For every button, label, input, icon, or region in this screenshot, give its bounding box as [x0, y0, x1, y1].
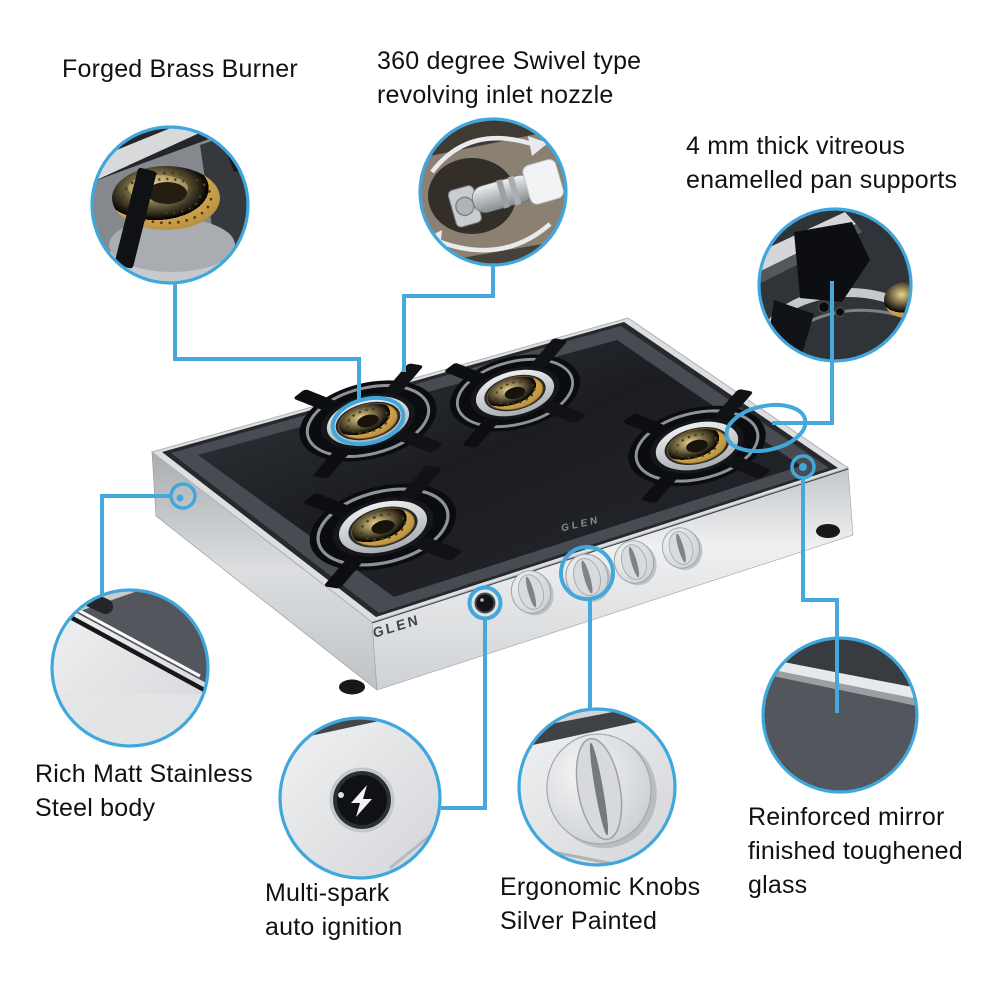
lightning-bolt-icon: [351, 785, 372, 817]
label-line: auto ignition: [265, 913, 403, 941]
label-line: 360 degree Swivel type: [377, 47, 642, 75]
leader-line-toughened-glass: [801, 478, 839, 713]
leader-line-auto-ignition: [441, 618, 487, 810]
stove-foot-right: [816, 524, 840, 538]
callout-photo-forged-brass-burner: [90, 125, 250, 285]
callout-photo-knob: [517, 707, 677, 867]
label-forged-brass-burner: Forged Brass Burner: [62, 52, 298, 86]
callout-photo-pan-supports: [757, 207, 913, 363]
marker-ring-glass-corner: [790, 454, 816, 480]
label-swivel-inlet-nozzle: 360 degree Swivel type revolving inlet n…: [377, 44, 641, 112]
marker-ellipse-pan-support: [724, 402, 808, 454]
ignition-button: [474, 592, 496, 614]
feature-markers: [169, 395, 816, 621]
leader-line-pan-supports: [772, 281, 834, 425]
label-toughened-glass: Reinforced mirror finished toughened gla…: [748, 800, 963, 902]
label-line: Steel body: [35, 794, 156, 822]
label-line: Silver Painted: [500, 907, 658, 935]
label-auto-ignition: Multi-spark auto ignition: [265, 876, 402, 944]
stove-foot-left: [339, 679, 365, 695]
callout-photo-steel-body: [50, 588, 210, 748]
callout-photo-swivel-nozzle: [418, 117, 568, 267]
callout-photo-toughened-glass: [761, 636, 919, 794]
label-line: Multi-spark: [265, 879, 390, 907]
label-line: finished toughened: [748, 837, 963, 865]
label-line: Rich Matt Stainless: [35, 760, 253, 788]
label-line: Ergonomic Knobs: [500, 873, 701, 901]
label-ergonomic-knobs: Ergonomic Knobs Silver Painted: [500, 870, 700, 938]
label-stainless-steel-body: Rich Matt Stainless Steel body: [35, 757, 253, 825]
rotation-arrows-icon: [429, 135, 552, 253]
marker-ring-ignition: [467, 585, 503, 621]
label-line: glass: [748, 871, 808, 899]
inlet-nozzle: [447, 159, 564, 228]
label-line: 4 mm thick vitreous: [686, 132, 906, 160]
label-line: enamelled pan supports: [686, 166, 958, 194]
label-pan-supports: 4 mm thick vitreous enamelled pan suppor…: [686, 129, 957, 197]
leader-line-steel-body: [100, 494, 171, 596]
callout-photo-auto-ignition: [278, 716, 442, 880]
stove: GLEN GLEN: [150, 317, 854, 695]
marker-ring-steel-body: [169, 482, 197, 510]
leader-line-swivel-nozzle: [402, 265, 495, 372]
pan-support-fin: [794, 222, 870, 302]
leader-line-forged-brass-burner: [173, 283, 361, 402]
label-line: Reinforced mirror: [748, 803, 945, 831]
label-line: Forged Brass Burner: [62, 55, 298, 83]
label-line: revolving inlet nozzle: [377, 81, 614, 109]
marker-ellipse-brass-burner: [330, 395, 406, 447]
marker-ring-knob: [559, 545, 615, 601]
leader-lines: [100, 265, 839, 810]
